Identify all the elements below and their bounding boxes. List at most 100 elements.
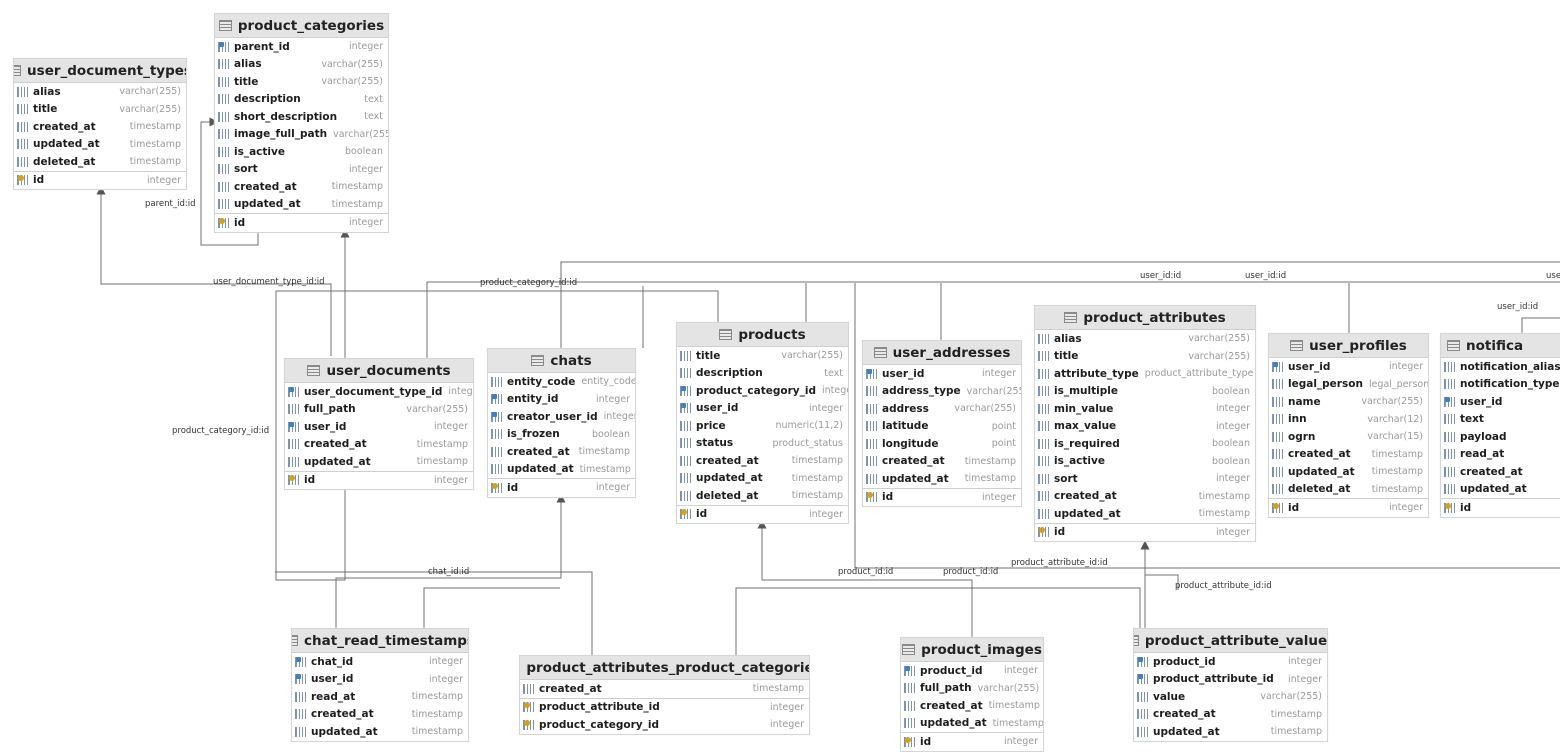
table-header[interactable]: chat_read_timestamps [292,629,468,653]
column-row[interactable]: user_id [1441,393,1560,411]
column-row[interactable]: notification_alias [1441,358,1560,376]
table-header[interactable]: product_categories [215,14,388,38]
table-header[interactable]: chats [488,349,635,373]
column-row[interactable]: notification_typen [1441,376,1560,394]
table-header[interactable]: product_attribute_values [1134,629,1327,653]
table-header[interactable]: product_attributes_product_categories [520,656,809,680]
column-row[interactable]: id [1441,499,1560,517]
table-header[interactable]: products [677,323,848,347]
column-row[interactable]: payload [1441,428,1560,446]
table-header[interactable]: user_profiles [1269,334,1428,358]
column-row[interactable]: text [1441,411,1560,429]
table-header[interactable]: product_attributes [1035,306,1255,330]
table-header[interactable]: user_document_types [14,59,186,83]
column-row[interactable]: read_at [1441,446,1560,464]
table-header[interactable]: notifica [1441,334,1560,358]
table-header[interactable]: product_images [901,638,1043,662]
